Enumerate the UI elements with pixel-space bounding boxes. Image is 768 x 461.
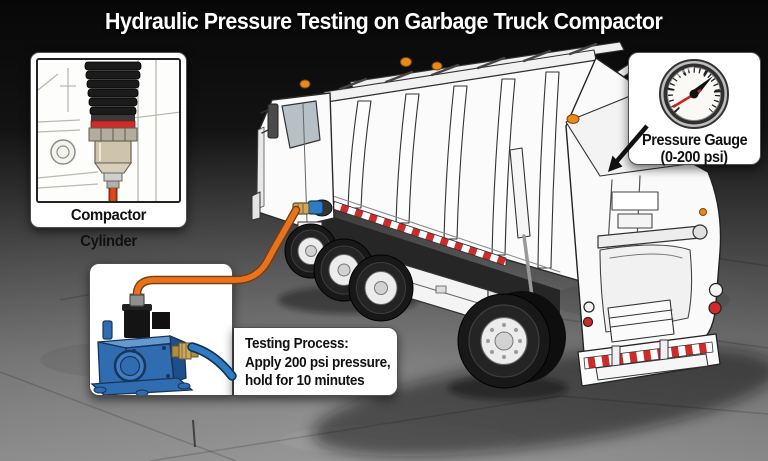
testing-process-line3: hold for 10 minutes: [245, 372, 365, 389]
hydraulic-pump-callout: [89, 263, 233, 396]
page-title: Hydraulic Pressure Testing on Garbage Tr…: [105, 8, 663, 34]
body-ribs: [347, 71, 560, 269]
testing-process-line1: Testing Process:: [245, 335, 349, 352]
tail-lights: [532, 282, 724, 352]
testing-process-callout: Testing Process: Apply 200 psi pressure,…: [233, 327, 398, 396]
pressure-gauge-callout: Pressure Gauge (0-200 psi): [628, 52, 761, 166]
amber-beacons: [299, 57, 707, 216]
cab-window: [281, 100, 321, 149]
testing-process-line2: Apply 200 psi pressure,: [245, 353, 391, 371]
compactor-cylinder-icon: [36, 58, 181, 203]
compactor-cylinder-label: Compactor Cylinder: [70, 207, 147, 250]
pressure-gauge-label: Pressure Gauge (0-200 psi): [641, 132, 748, 166]
truck-wheel: [457, 293, 551, 389]
machinery-lines: [38, 60, 179, 201]
hydraulic-pump-icon: [90, 293, 199, 395]
compactor-cylinder-callout: Compactor Cylinder: [30, 52, 187, 250]
truck-wheel: [348, 254, 414, 322]
truck-body: [321, 41, 625, 293]
underbody: [318, 212, 560, 318]
cylinder-assembly: [84, 61, 142, 201]
pressure-gauge-icon: [659, 59, 729, 129]
side-mirror: [267, 103, 279, 139]
